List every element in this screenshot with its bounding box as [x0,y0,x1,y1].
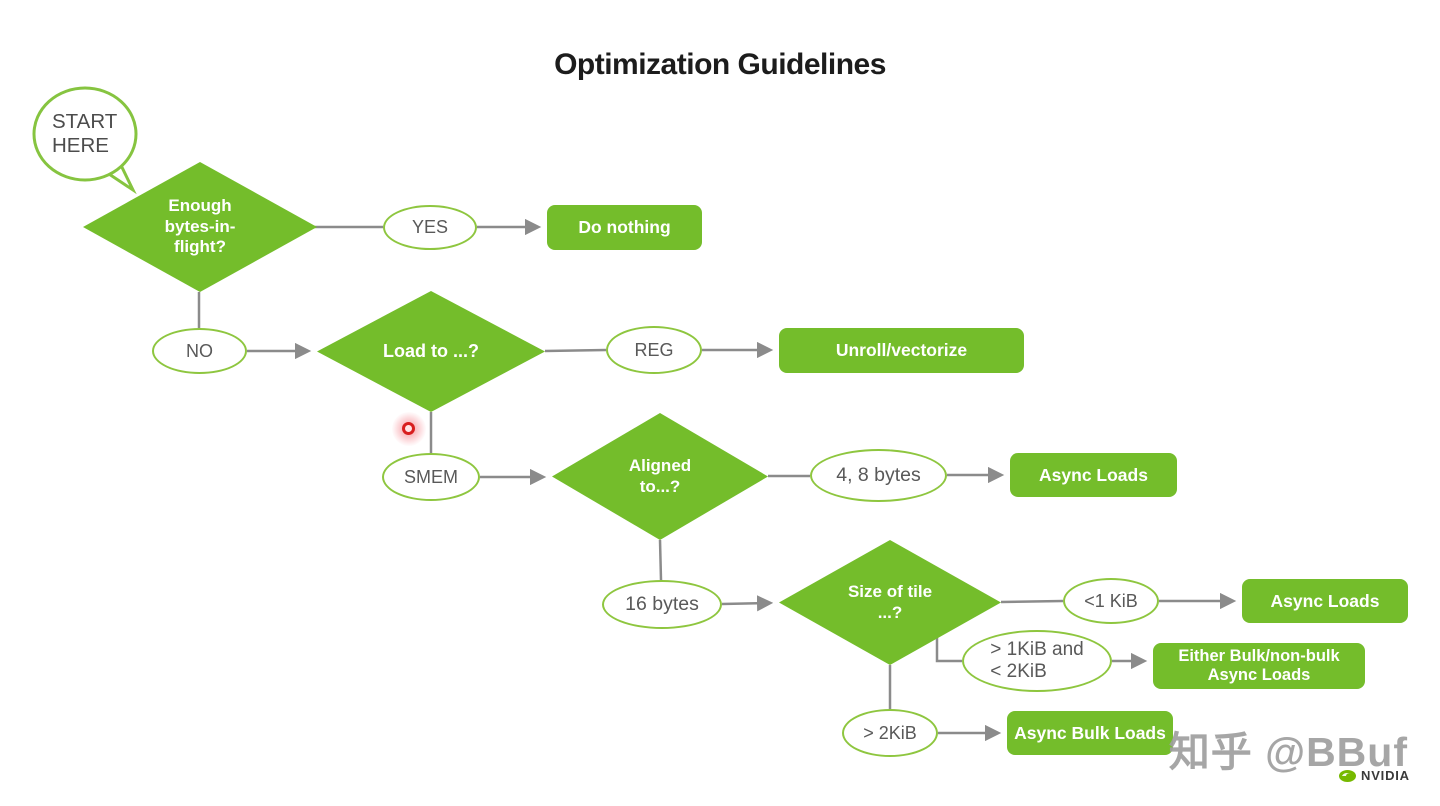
nvidia-logo: NVIDIA [1338,768,1410,783]
branch-label: SMEM [404,466,458,487]
connector-d4-kib1to2 [935,629,962,663]
decision-label: Enough bytes-in- flight? [164,195,236,257]
decision-label: Load to ...? [383,340,479,361]
branch-reg: REG [606,326,702,374]
action-async-loads-2: Async Loads [1242,579,1408,623]
action-async-bulk-loads: Async Bulk Loads [1007,711,1173,755]
branch-gt-2kib: > 2KiB [842,709,938,757]
branch-lt-1kib: <1 KiB [1063,578,1159,624]
laser-pointer-dot [402,422,415,435]
branch-yes: YES [383,205,477,250]
branch-no: NO [152,328,247,374]
connector-16bytes-d4 [721,595,774,612]
action-label: Async Bulk Loads [1014,722,1166,743]
branch-label: > 1KiB and < 2KiB [990,639,1084,682]
action-label: Async Loads [1039,464,1148,485]
nvidia-wordmark: NVIDIA [1361,768,1410,783]
action-label: Do nothing [578,217,671,238]
branch-16-bytes: 16 bytes [602,580,722,629]
branch-label: YES [411,217,449,238]
action-async-loads-1: Async Loads [1010,453,1177,497]
action-unroll-vectorize: Unroll/vectorize [779,328,1024,373]
nvidia-eye-icon [1339,769,1356,782]
action-label: Either Bulk/non-bulk Async Loads [1178,646,1340,684]
start-here-bubble [32,86,138,195]
connector-d2-reg [544,348,607,353]
action-do-nothing: Do nothing [547,205,702,250]
decision-label: Aligned to...? [628,455,692,496]
action-label: Unroll/vectorize [835,340,968,361]
connector-d3-16bytes [658,539,663,581]
branch-label: > 2KiB [863,722,917,743]
branch-label: <1 KiB [1084,590,1138,611]
branch-4-8-bytes: 4, 8 bytes [810,449,947,502]
action-either-bulk-nonbulk: Either Bulk/non-bulk Async Loads [1153,643,1365,689]
branch-label: NO [186,340,213,361]
watermark-zhihu-bbuf: 知乎 @BBuf [1168,729,1408,775]
decision-label: Size of tile ...? [847,581,933,622]
branch-label: 16 bytes [625,593,699,616]
branch-label: 4, 8 bytes [836,464,921,487]
connector-d4-lt1kib [1000,599,1064,604]
branch-label: REG [634,339,674,360]
action-label: Async Loads [1270,590,1380,611]
branch-smem: SMEM [382,453,480,501]
page-title: Optimization Guidelines [554,48,886,81]
branch-1kib-to-2kib: > 1KiB and < 2KiB [962,630,1112,692]
start-here-label: START HERE [52,110,118,158]
